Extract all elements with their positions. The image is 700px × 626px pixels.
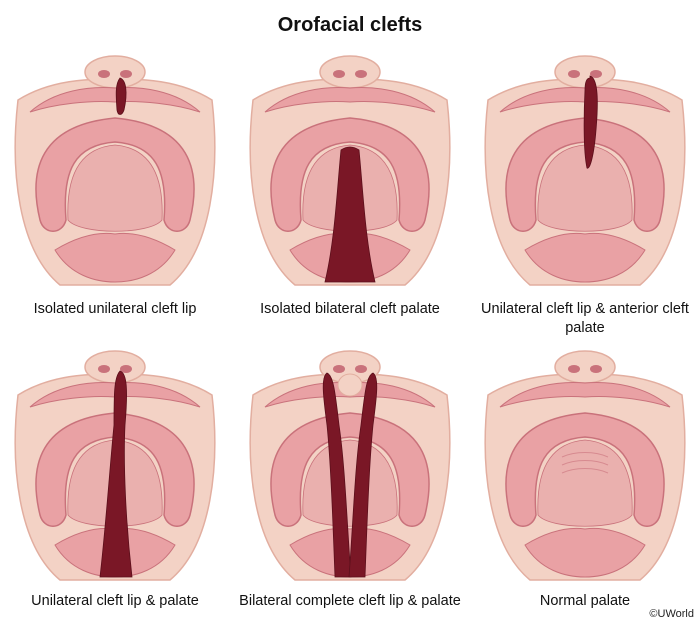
caption-isolated-unilateral-cleft-lip: Isolated unilateral cleft lip	[33, 301, 197, 317]
palate	[537, 144, 633, 232]
caption-normal-palate: Normal palate	[539, 593, 631, 609]
palatal-ruga	[561, 460, 609, 466]
nose	[554, 55, 616, 89]
nostril-left	[333, 70, 345, 78]
palatal-ruga	[561, 452, 609, 458]
nostril-right	[590, 70, 602, 78]
nose	[84, 55, 146, 89]
nostril-left	[333, 365, 345, 373]
nostril-right	[120, 365, 132, 373]
cleft-lip-palate	[99, 370, 133, 578]
nostril-left	[568, 365, 580, 373]
palate	[537, 439, 633, 527]
nostril-right	[355, 365, 367, 373]
palate-illustration	[249, 55, 451, 286]
caption-bilateral-complete-cleft-lip-palate: Bilateral complete cleft lip & palate	[239, 593, 461, 609]
nostril-left	[98, 365, 110, 373]
palate-illustration	[249, 350, 451, 581]
copyright-credit: ©UWorld	[649, 608, 694, 620]
nostril-right	[590, 365, 602, 373]
nostril-right	[120, 70, 132, 78]
soft-palate	[54, 232, 176, 283]
palate-illustration	[14, 55, 216, 286]
panel-unilateral-cleft-lip-anterior-palate	[470, 50, 700, 290]
cleft-right	[348, 372, 378, 578]
panel-bilateral-complete-cleft-lip-palate	[235, 345, 465, 585]
panel-isolated-unilateral-cleft-lip	[0, 50, 230, 290]
palate	[302, 439, 398, 527]
panel-unilateral-cleft-lip-palate	[0, 345, 230, 585]
cleft-left	[322, 372, 352, 578]
upper-lip	[29, 87, 201, 113]
soft-palate	[524, 527, 646, 578]
upper-lip	[499, 382, 671, 408]
nostril-left	[98, 70, 110, 78]
cleft-lip	[115, 77, 127, 115]
figure-title: Orofacial clefts	[277, 14, 423, 36]
premaxilla	[337, 373, 363, 397]
dental-arch	[35, 412, 195, 527]
dental-arch	[505, 412, 665, 527]
palate	[67, 144, 163, 232]
dental-arch	[35, 117, 195, 232]
caption-unilateral-cleft-lip-palate: Unilateral cleft lip & palate	[31, 593, 199, 609]
dental-arch	[505, 117, 665, 232]
palate-illustration	[484, 55, 686, 286]
soft-palate	[524, 232, 646, 283]
caption-isolated-bilateral-cleft-palate: Isolated bilateral cleft palate	[260, 301, 440, 317]
nostril-right	[355, 70, 367, 78]
nose	[84, 350, 146, 384]
cleft-lip-anterior-palate	[583, 75, 598, 169]
nostril-left	[568, 70, 580, 78]
panel-normal-palate	[470, 345, 700, 585]
palate-illustration	[14, 350, 216, 581]
nose	[319, 55, 381, 89]
nose	[554, 350, 616, 384]
panel-isolated-bilateral-cleft-palate	[235, 50, 465, 290]
caption-unilateral-cleft-lip-anterior-palate: Unilateral cleft lip & anterior cleft pa…	[481, 301, 689, 336]
dental-arch	[270, 412, 430, 527]
upper-lip	[264, 87, 436, 113]
palatal-ruga	[561, 468, 609, 474]
dental-arch	[270, 117, 430, 232]
palate-illustration	[484, 350, 686, 581]
cleft-palate	[324, 146, 376, 283]
